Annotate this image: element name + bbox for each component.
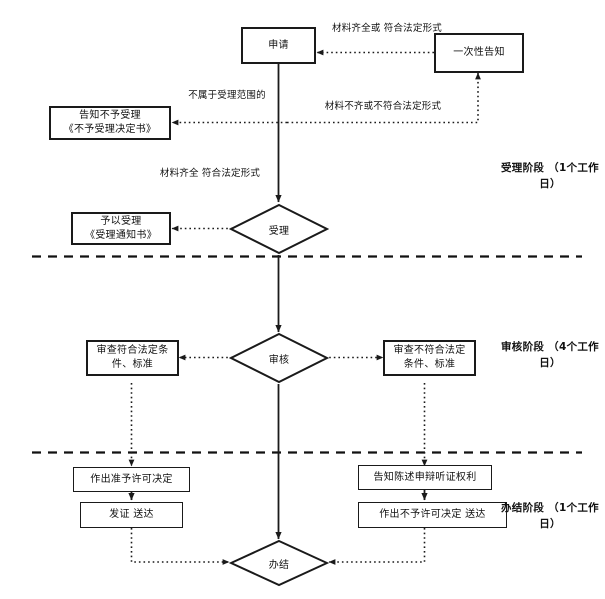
edge-label-not-in-scope: 不属于受理范围的 xyxy=(172,89,282,102)
node-apply-label: 申请 xyxy=(268,39,289,51)
edge-label-materials-complete-or-legal-2: 符合法定形式 xyxy=(383,23,442,34)
edge-label-materials-incomplete: 材料不齐或不符合法定形式 xyxy=(298,100,468,113)
edge-label-materials-complete-or-legal: 材料齐全或 符合法定形式 xyxy=(332,22,442,35)
node-review-pass-label-1: 审查符合法定条 xyxy=(96,345,169,356)
node-notify-reject-accept[interactable]: 告知不予受理 《不予受理决定书》 xyxy=(49,106,171,140)
node-one-time-notice-label: 一次性告知 xyxy=(453,47,505,58)
stage-label-completion-2: （1个工作 xyxy=(548,502,599,514)
node-notify-rights-label: 告知陈述申辩听证权利 xyxy=(373,471,477,483)
node-issue-deliver-label: 发证 送达 xyxy=(109,509,154,520)
stage-label-completion-1: 办结阶段 xyxy=(501,502,545,514)
stage-label-review-1: 审核阶段 xyxy=(501,341,545,353)
node-grant-accept[interactable]: 予以受理 《受理通知书》 xyxy=(71,212,171,245)
node-notify-rights[interactable]: 告知陈述申辩听证权利 xyxy=(358,465,492,490)
node-review-fail-label-1: 审查不符合法定 xyxy=(393,345,466,356)
review-diamond-shape xyxy=(229,332,329,384)
stage-label-acceptance-2: （1个工作 xyxy=(548,162,599,174)
edge-label-materials-complete-1: 材料齐全 xyxy=(159,168,199,179)
node-one-time-notice[interactable]: 一次性告知 xyxy=(434,33,524,73)
edge-label-materials-complete: 材料齐全 符合法定形式 xyxy=(150,167,270,180)
edge-label-materials-complete-2: 符合法定形式 xyxy=(201,168,261,179)
edge-label-materials-incomplete-text: 材料不齐或不符合法定形式 xyxy=(324,101,442,112)
node-review-pass-label-2: 件、标准 xyxy=(111,359,154,370)
edge-issue-to-complete xyxy=(130,528,230,565)
stage-label-review: 审核阶段 （4个工作日） xyxy=(500,339,600,371)
node-review[interactable]: 审核 xyxy=(229,332,329,384)
node-complete[interactable]: 办结 xyxy=(229,539,329,587)
node-decide-no-permit[interactable]: 作出不予许可决定 送达 xyxy=(358,502,507,528)
stage-label-review-2: （4个工作日） xyxy=(539,341,599,369)
node-review-pass[interactable]: 审查符合法定条 件、标准 xyxy=(86,340,179,376)
node-notify-reject-accept-label-2: 《不予受理决定书》 xyxy=(63,124,157,135)
node-review-fail-label-2: 条件、标准 xyxy=(403,359,456,370)
node-accept[interactable]: 受理 xyxy=(229,203,329,255)
stage-label-acceptance: 受理阶段 （1个工作 日） xyxy=(500,160,600,192)
edge-incomplete-to-onetimenotice xyxy=(287,72,481,124)
accept-diamond-shape xyxy=(229,203,329,255)
node-review-fail[interactable]: 审查不符合法定 条件、标准 xyxy=(383,340,476,376)
node-decide-no-permit-label: 作出不予许可决定 送达 xyxy=(379,509,486,520)
complete-diamond-shape xyxy=(229,539,329,587)
node-decide-permit[interactable]: 作出准予许可决定 xyxy=(73,467,190,492)
stage-label-completion: 办结阶段 （1个工作 日） xyxy=(500,500,600,532)
edge-nopermit-to-complete xyxy=(328,528,426,565)
node-decide-permit-label: 作出准予许可决定 xyxy=(90,473,173,485)
edge-label-not-in-scope-text: 不属于受理范围的 xyxy=(188,90,266,101)
node-apply[interactable]: 申请 xyxy=(241,27,316,64)
node-issue-deliver[interactable]: 发证 送达 xyxy=(80,502,183,528)
node-grant-accept-label-1: 予以受理 xyxy=(100,215,142,227)
node-notify-reject-accept-label-1: 告知不予受理 xyxy=(79,110,141,121)
stage-label-acceptance-1: 受理阶段 xyxy=(501,162,545,174)
stage-label-completion-3: 日） xyxy=(539,518,561,530)
stage-label-acceptance-3: 日） xyxy=(539,178,561,190)
edge-label-materials-complete-or-legal-1: 材料齐全或 xyxy=(332,23,381,34)
node-grant-accept-label-2: 《受理通知书》 xyxy=(84,229,158,241)
